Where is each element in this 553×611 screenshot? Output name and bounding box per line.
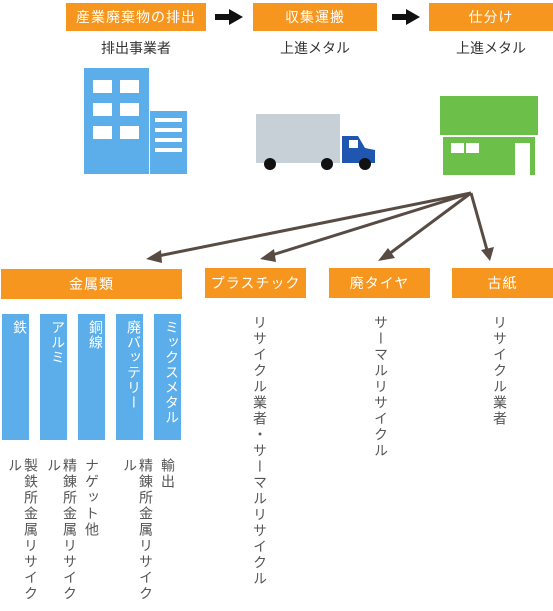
tire-dest: サーマルリサイクル: [372, 315, 388, 459]
stage-discharge: 産業廃棄物の排出: [66, 3, 206, 31]
metal-dest-battery: 精錬所金属リサイクル: [121, 458, 153, 602]
warehouse-icon: [440, 96, 538, 175]
stage-discharge-label: 産業廃棄物の排出: [76, 10, 196, 26]
truck-icon: [256, 114, 375, 170]
category-tire: 廃タイヤ: [329, 268, 430, 298]
stage-sorting: 仕分け: [429, 3, 553, 31]
distribution-arrows: [146, 191, 494, 263]
metal-item-mixed-metal: ミックスメタル: [154, 314, 181, 440]
building-icon: [84, 68, 187, 174]
category-tire-label: 廃タイヤ: [349, 276, 410, 292]
category-metal: 金属類: [1, 269, 182, 299]
metal-item-aluminum: アルミ: [40, 314, 67, 440]
arrow-right-icon: [392, 9, 420, 29]
metal-dest-iron: 製鉄所金属リサイクル: [6, 458, 38, 602]
metal-dest-aluminum: 精錬所金属リサイクル: [45, 458, 77, 602]
stage-transport-sub: 上進メタル: [280, 41, 350, 57]
category-metal-label: 金属類: [69, 277, 114, 293]
stage-transport: 収集運搬: [253, 3, 377, 31]
category-plastic: プラスチック: [205, 268, 306, 298]
arrow-right-icon: [215, 9, 243, 29]
stage-sorting-label: 仕分け: [468, 10, 514, 26]
metal-item-copper-wire: 銅線: [78, 314, 105, 440]
metal-dest-mixed-metal: 輸出: [159, 458, 175, 490]
metal-item-battery: 廃バッテリー: [116, 314, 143, 440]
metal-dest-copper-wire: ナゲット他: [83, 458, 99, 538]
category-paper: 古紙: [452, 268, 553, 298]
plastic-dest: リサイクル業者・サーマルリサイクル: [251, 315, 267, 587]
paper-dest: リサイクル業者: [491, 315, 507, 427]
category-plastic-label: プラスチック: [210, 276, 301, 292]
stage-transport-label: 収集運搬: [285, 10, 345, 26]
stage-sorting-sub: 上進メタル: [456, 41, 526, 57]
stage-discharge-sub: 排出事業者: [101, 41, 171, 57]
metal-item-iron: 鉄: [2, 314, 29, 440]
category-paper-label: 古紙: [487, 276, 518, 292]
